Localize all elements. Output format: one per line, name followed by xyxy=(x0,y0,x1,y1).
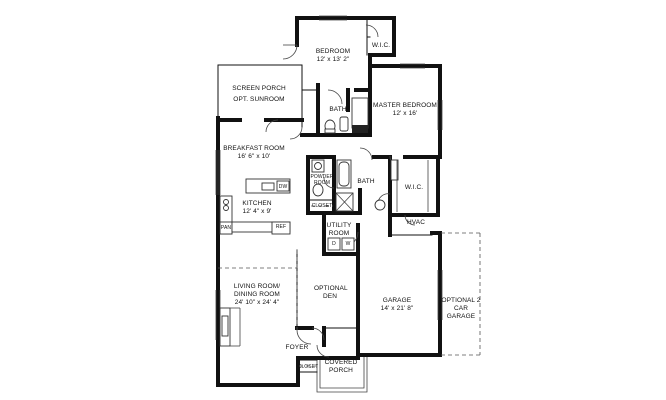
dryer-label: D xyxy=(332,241,336,247)
dashed-lines xyxy=(218,232,481,356)
washer-label: W xyxy=(345,241,351,247)
bath-upper-label: BATH xyxy=(329,106,347,113)
fixtures xyxy=(219,97,429,367)
dishwasher-label: DW xyxy=(278,184,288,190)
closet-foyer-label: CLOSET xyxy=(297,364,319,370)
covered-porch-label: COVERED PORCH xyxy=(324,359,358,374)
refrigerator-label: REF xyxy=(275,224,287,230)
wic-master-label: W.I.C. xyxy=(404,184,424,191)
pantry-label: PAN xyxy=(220,225,232,231)
utility-room-label: UTILITY ROOM xyxy=(326,222,352,237)
interior-walls xyxy=(295,16,440,373)
optional-garage-label: OPTIONAL 2 CAR GARAGE xyxy=(441,297,481,320)
hvac-label: HVAC xyxy=(407,219,425,226)
wic-top-label: W.I.C. xyxy=(371,42,391,49)
closet-utility-label: CLOSET xyxy=(311,203,333,209)
bath-master-label: BATH xyxy=(357,178,375,185)
doors xyxy=(265,24,416,358)
powder-room-label: POWDER ROOM xyxy=(310,174,334,186)
foyer-label: FOYER xyxy=(285,344,309,351)
optional-den-label: OPTIONAL DEN xyxy=(314,285,348,300)
